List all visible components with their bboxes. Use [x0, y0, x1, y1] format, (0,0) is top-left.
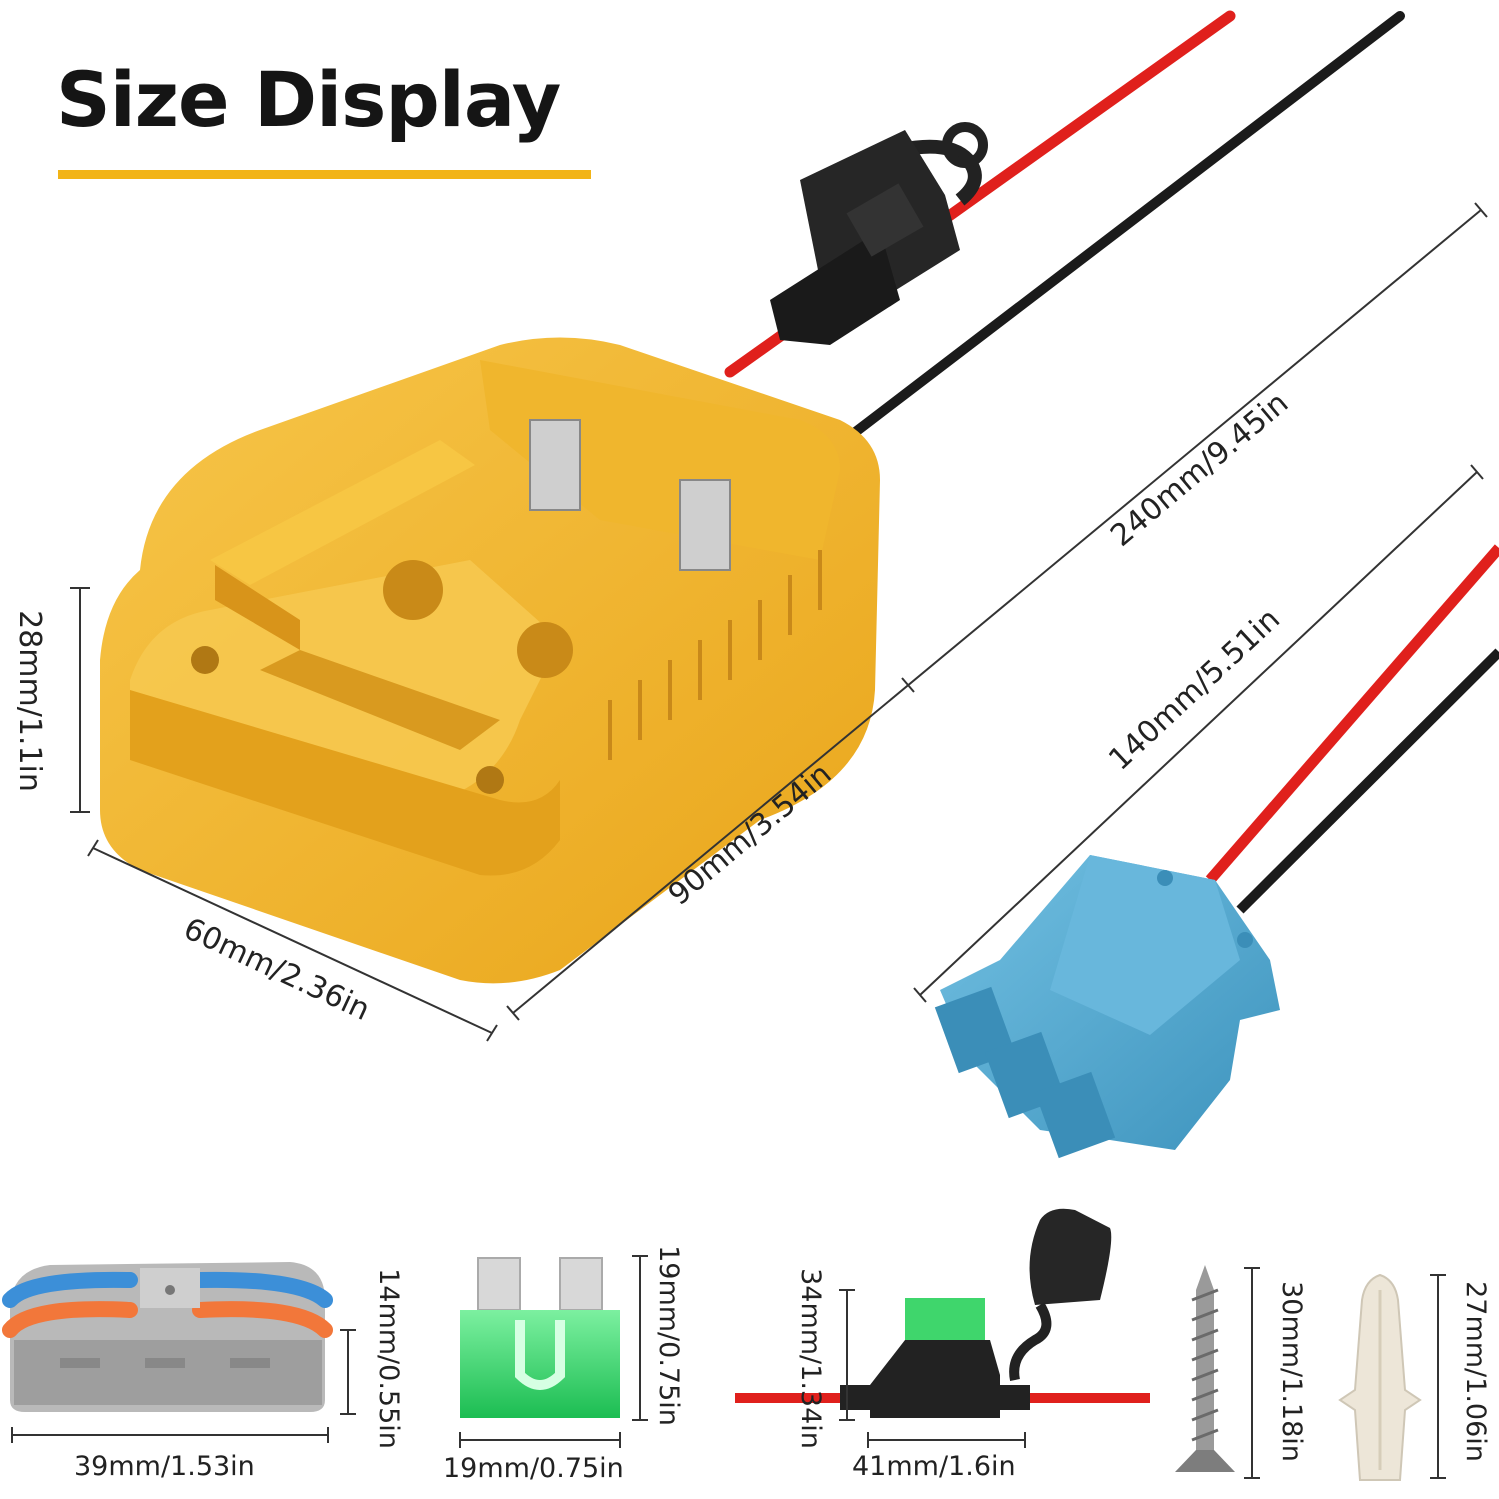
lever-connector-height-label: 14mm/0.55in	[372, 1268, 404, 1449]
screw-icon	[1175, 1265, 1235, 1472]
screw-length-label: 30mm/1.18in	[1275, 1281, 1307, 1462]
fuse-width-label: 19mm/0.75in	[443, 1453, 624, 1484]
fuse-holder-icon	[770, 122, 988, 345]
lever-connector-icon	[2, 1262, 333, 1412]
holder-dims	[839, 1289, 1026, 1448]
small-fuse-holder-icon	[735, 1208, 1150, 1418]
adapter-height-label: 28mm/1.1in	[11, 610, 47, 792]
page-title: Size Display	[56, 55, 561, 144]
title-underline	[58, 170, 591, 179]
blue-connector-icon	[934, 855, 1280, 1159]
battery-adapter-icon	[100, 337, 880, 984]
screw-dims	[1244, 1267, 1260, 1479]
fuse-holder-width-label: 41mm/1.6in	[852, 1451, 1016, 1482]
wall-anchor-icon	[1338, 1273, 1422, 1481]
fuse-dims	[459, 1255, 648, 1448]
anchor-length-label: 27mm/1.06in	[1459, 1281, 1491, 1462]
dimension-lines	[70, 202, 1488, 1042]
fuse-height-label: 19mm/0.75in	[652, 1245, 684, 1426]
anchor-dims	[1430, 1274, 1446, 1479]
lever-dims	[11, 1329, 356, 1443]
connector-wires	[1205, 544, 1499, 914]
blade-fuse-icon	[460, 1257, 620, 1418]
fuse-holder-height-label: 34mm/1.34in	[794, 1268, 826, 1449]
lever-connector-width-label: 39mm/1.53in	[74, 1451, 255, 1482]
